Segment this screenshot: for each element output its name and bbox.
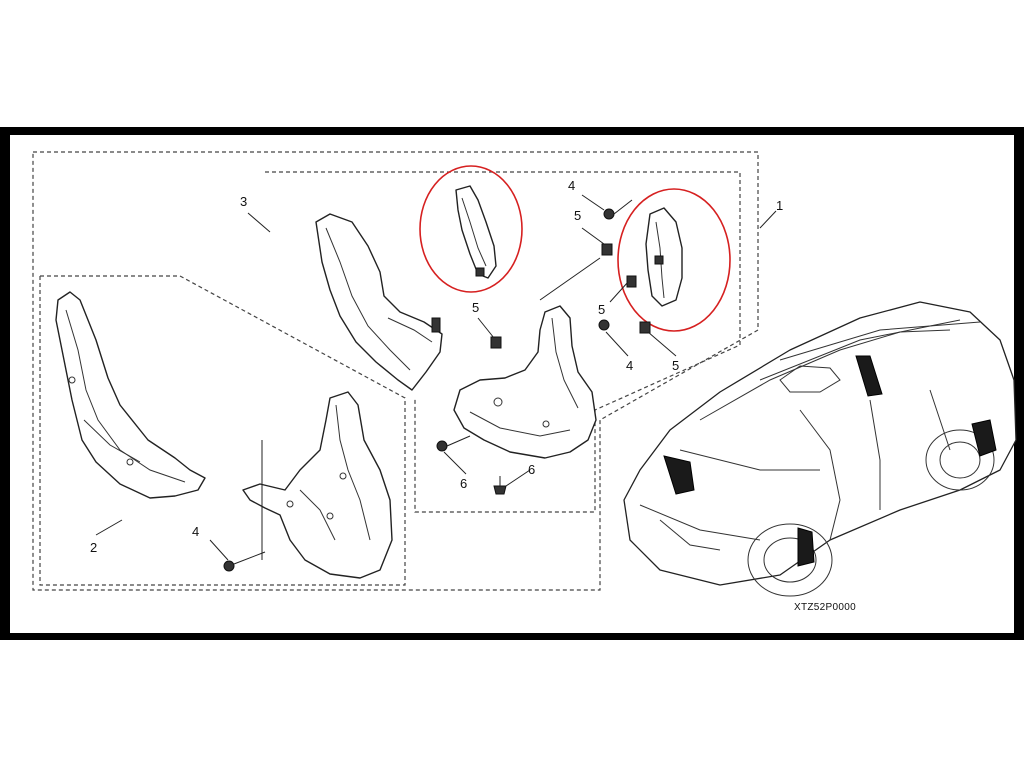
callout-4-low: 4 xyxy=(192,524,199,539)
hardware-parts xyxy=(223,199,651,572)
rear-splash-guard-left xyxy=(315,213,443,391)
bracket-left-highlighted xyxy=(419,165,523,293)
highlight-circle-right xyxy=(617,188,731,332)
callout-6-left: 6 xyxy=(460,476,467,491)
flap-marker-front-left xyxy=(663,455,695,495)
callout-5-top: 5 xyxy=(574,208,581,223)
flap-marker-front-wheel xyxy=(797,527,815,567)
callout-5-right-a: 5 xyxy=(598,302,605,317)
callout-1: 1 xyxy=(776,198,783,213)
front-splash-guard-left xyxy=(55,291,206,499)
callout-4-top: 4 xyxy=(568,178,575,193)
flap-marker-roof xyxy=(855,355,883,397)
bracket-right-highlighted xyxy=(617,188,731,332)
highlight-circle-left xyxy=(419,165,523,293)
callout-4-mid: 4 xyxy=(626,358,633,373)
leader-lines xyxy=(95,194,777,561)
front-splash-guard-right xyxy=(242,391,393,579)
flap-marker-rear xyxy=(971,419,997,457)
group-outline-kit xyxy=(32,151,759,591)
callout-5-center: 5 xyxy=(472,300,479,315)
figure-code: XTZ52P0000 xyxy=(794,602,856,613)
rear-splash-guard-right xyxy=(453,305,597,459)
callout-2: 2 xyxy=(90,540,97,555)
vehicle-illustration xyxy=(623,301,1017,597)
callout-5-right-b: 5 xyxy=(672,358,679,373)
callout-3: 3 xyxy=(240,194,247,209)
callout-6-right: 6 xyxy=(528,462,535,477)
